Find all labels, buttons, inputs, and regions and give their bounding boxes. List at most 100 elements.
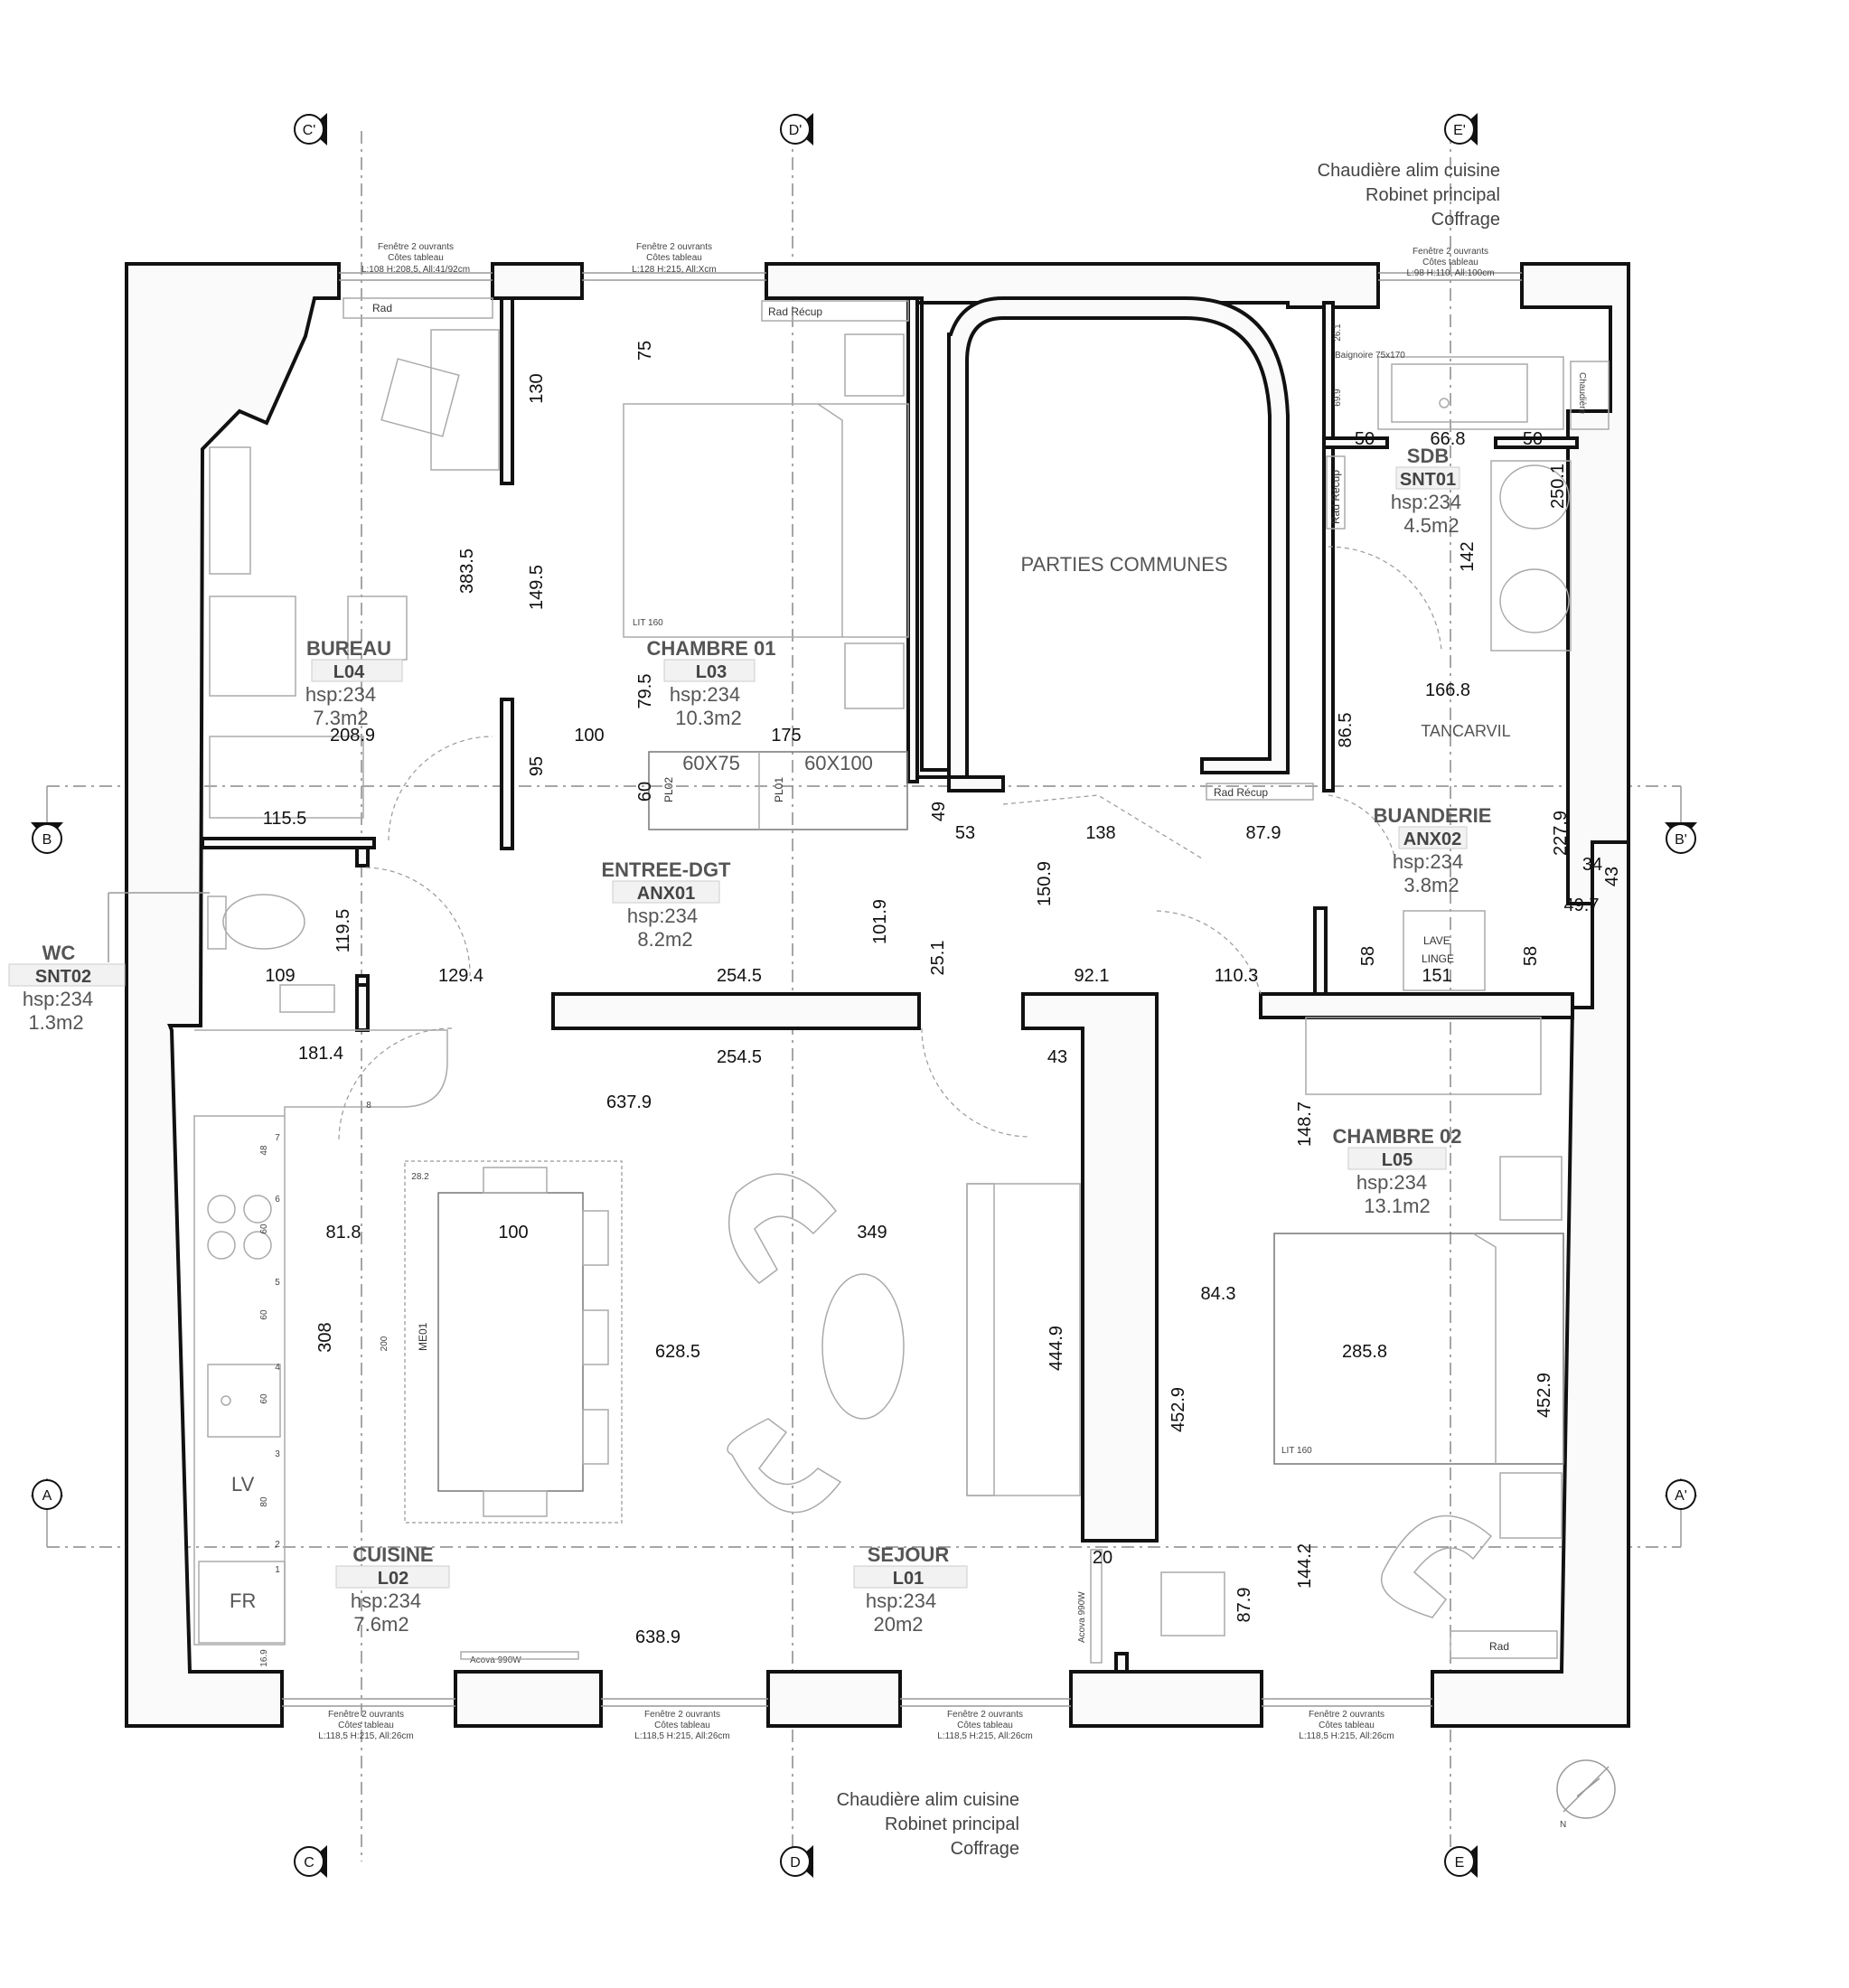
- shelf: [209, 446, 251, 575]
- window-label: L:108 H:208,5, All:41/92cm: [361, 265, 470, 275]
- pl-size-label: 60X75: [682, 752, 740, 774]
- window-label: Côtes tableau: [1422, 258, 1478, 267]
- grid-label: D': [789, 123, 802, 138]
- top-notes: Chaudière alim cuisine Robinet principal…: [1318, 161, 1500, 230]
- wall-bottom-1: [454, 1670, 603, 1728]
- fr-label: FR: [230, 1589, 256, 1612]
- window-label: Côtes tableau: [646, 253, 702, 263]
- dimension: 53: [955, 823, 975, 843]
- grid-marker-b-right: B': [1665, 822, 1697, 854]
- window-label: Côtes tableau: [654, 1721, 710, 1730]
- dimension: 84.3: [1201, 1284, 1236, 1304]
- room-cuisine: CUISINE L02 hsp:234 7.6m2: [335, 1543, 450, 1636]
- radiator: [1206, 783, 1314, 801]
- wall-entree-sejour: [551, 992, 921, 1030]
- nightstand: [844, 642, 905, 709]
- room-hsp: hsp:234: [23, 988, 93, 1010]
- dimension: 119.5: [333, 909, 353, 953]
- room-code: SNT01: [1400, 470, 1456, 490]
- radiator: [761, 300, 909, 322]
- window-label: Fenêtre 2 ouvrants: [328, 1710, 404, 1720]
- room-chambre02: CHAMBRE 02 L05 hsp:234 13.1m2: [1332, 1125, 1461, 1217]
- nightstand: [1499, 1472, 1563, 1539]
- grid-marker-e-top: E': [1444, 113, 1478, 145]
- nightstand: [844, 333, 905, 397]
- wall-left: [125, 262, 341, 1728]
- window-top3: Fenêtre 2 ouvrants Côtes tableau L:98 H:…: [1378, 247, 1522, 281]
- dimension: 637.9: [606, 1092, 652, 1112]
- dimension: 100: [498, 1223, 528, 1242]
- door-swings: [338, 546, 1442, 1142]
- dimension: 75: [635, 341, 655, 361]
- dimension: 26.1: [1333, 324, 1343, 342]
- room-name: BUANDERIE: [1374, 804, 1492, 827]
- armchair-chambre02: [1381, 1514, 1493, 1618]
- room-hsp: hsp:234: [866, 1589, 936, 1612]
- sofa: [209, 736, 364, 819]
- room-area: 1.3m2: [28, 1011, 83, 1034]
- room-area: 4.5m2: [1403, 514, 1459, 537]
- lv-label: LV: [231, 1473, 255, 1496]
- room-code: SNT02: [35, 967, 91, 987]
- dimension: 60: [259, 1393, 269, 1404]
- acova-label: Acova 990W: [1077, 1591, 1087, 1643]
- room-wc: WC SNT02 hsp:234 1.3m2: [8, 892, 210, 1034]
- dimension: 87.9: [1246, 823, 1281, 843]
- bathtub: [1377, 356, 1564, 430]
- dimension: 452.9: [1169, 1387, 1188, 1432]
- chair: [483, 1490, 548, 1517]
- dimension: 6: [275, 1195, 280, 1205]
- grid-label: D: [790, 1855, 801, 1871]
- dimension-labels: 130 75 383.5 149.5 79.5 95 60 49 150.9 1…: [259, 324, 1622, 1667]
- room-bureau: BUREAU L04 hsp:234 7.3m2: [305, 637, 403, 729]
- grid-label: C': [303, 123, 316, 138]
- dimension: 43: [1047, 1047, 1067, 1067]
- grid-label: E: [1455, 1855, 1465, 1871]
- wall-wc-right: [355, 846, 370, 867]
- dimension: 50: [1523, 429, 1543, 449]
- dimension: 142: [1458, 541, 1478, 571]
- dimension: 254.5: [717, 966, 762, 986]
- desk-chair-chambre02: [1160, 1571, 1225, 1636]
- grid-marker-d-bottom: D: [780, 1845, 813, 1878]
- room-code: L04: [333, 662, 365, 682]
- window-label: Fenêtre 2 ouvrants: [636, 242, 712, 252]
- bottom-notes: Chaudière alim cuisine Robinet principal…: [837, 1790, 1019, 1859]
- window-label: Côtes tableau: [1319, 1721, 1375, 1730]
- window-label: L:118,5 H:215, All:26cm: [1299, 1731, 1394, 1741]
- room-area: 13.1m2: [1364, 1195, 1430, 1217]
- room-name: BUREAU: [306, 637, 391, 660]
- dimension: 638.9: [635, 1627, 680, 1647]
- room-hsp: hsp:234: [627, 905, 698, 927]
- wall-common-area: [947, 296, 1290, 779]
- washing-machine: [1403, 910, 1486, 991]
- wardrobe: [648, 751, 908, 830]
- dimension: 149.5: [527, 565, 547, 610]
- room-name: CUISINE: [352, 1543, 433, 1566]
- dimension: 129.4: [438, 966, 483, 986]
- room-area: 3.8m2: [1403, 874, 1459, 896]
- room-chambre01: CHAMBRE 01 L03 hsp:234 10.3m2: [646, 637, 775, 729]
- radiator-chambre02: [1450, 1630, 1558, 1659]
- room-buanderie: BUANDERIE ANX02 hsp:234 3.8m2: [1374, 804, 1492, 896]
- window-label: L:128 H:215, All:Xcm: [632, 265, 716, 275]
- room-name: PARTIES COMMUNES: [1021, 553, 1228, 576]
- room-name: ENTREE-DGT: [602, 858, 732, 881]
- dimension: 200: [380, 1336, 390, 1351]
- grid-label: A': [1675, 1488, 1687, 1504]
- sink: [1499, 568, 1570, 633]
- window-bottom3: Fenêtre 2 ouvrants Côtes tableau L:118,5…: [900, 1698, 1071, 1741]
- wall-bottom-3: [1069, 1670, 1263, 1728]
- window-label: L:118,5 H:215, All:26cm: [634, 1731, 729, 1741]
- window-label: Côtes tableau: [388, 253, 444, 263]
- radiator-label: Rad Récup: [1329, 470, 1342, 524]
- coffee-table: [821, 1273, 905, 1420]
- dimension: 16.9: [259, 1649, 269, 1667]
- wardrobe-chambre02: [1305, 1017, 1542, 1095]
- grid-label: B: [42, 832, 52, 848]
- room-code: L02: [378, 1569, 408, 1589]
- dimension: 86.5: [1336, 713, 1356, 748]
- wall-chambre01-right: [906, 296, 919, 783]
- fridge: [198, 1561, 286, 1644]
